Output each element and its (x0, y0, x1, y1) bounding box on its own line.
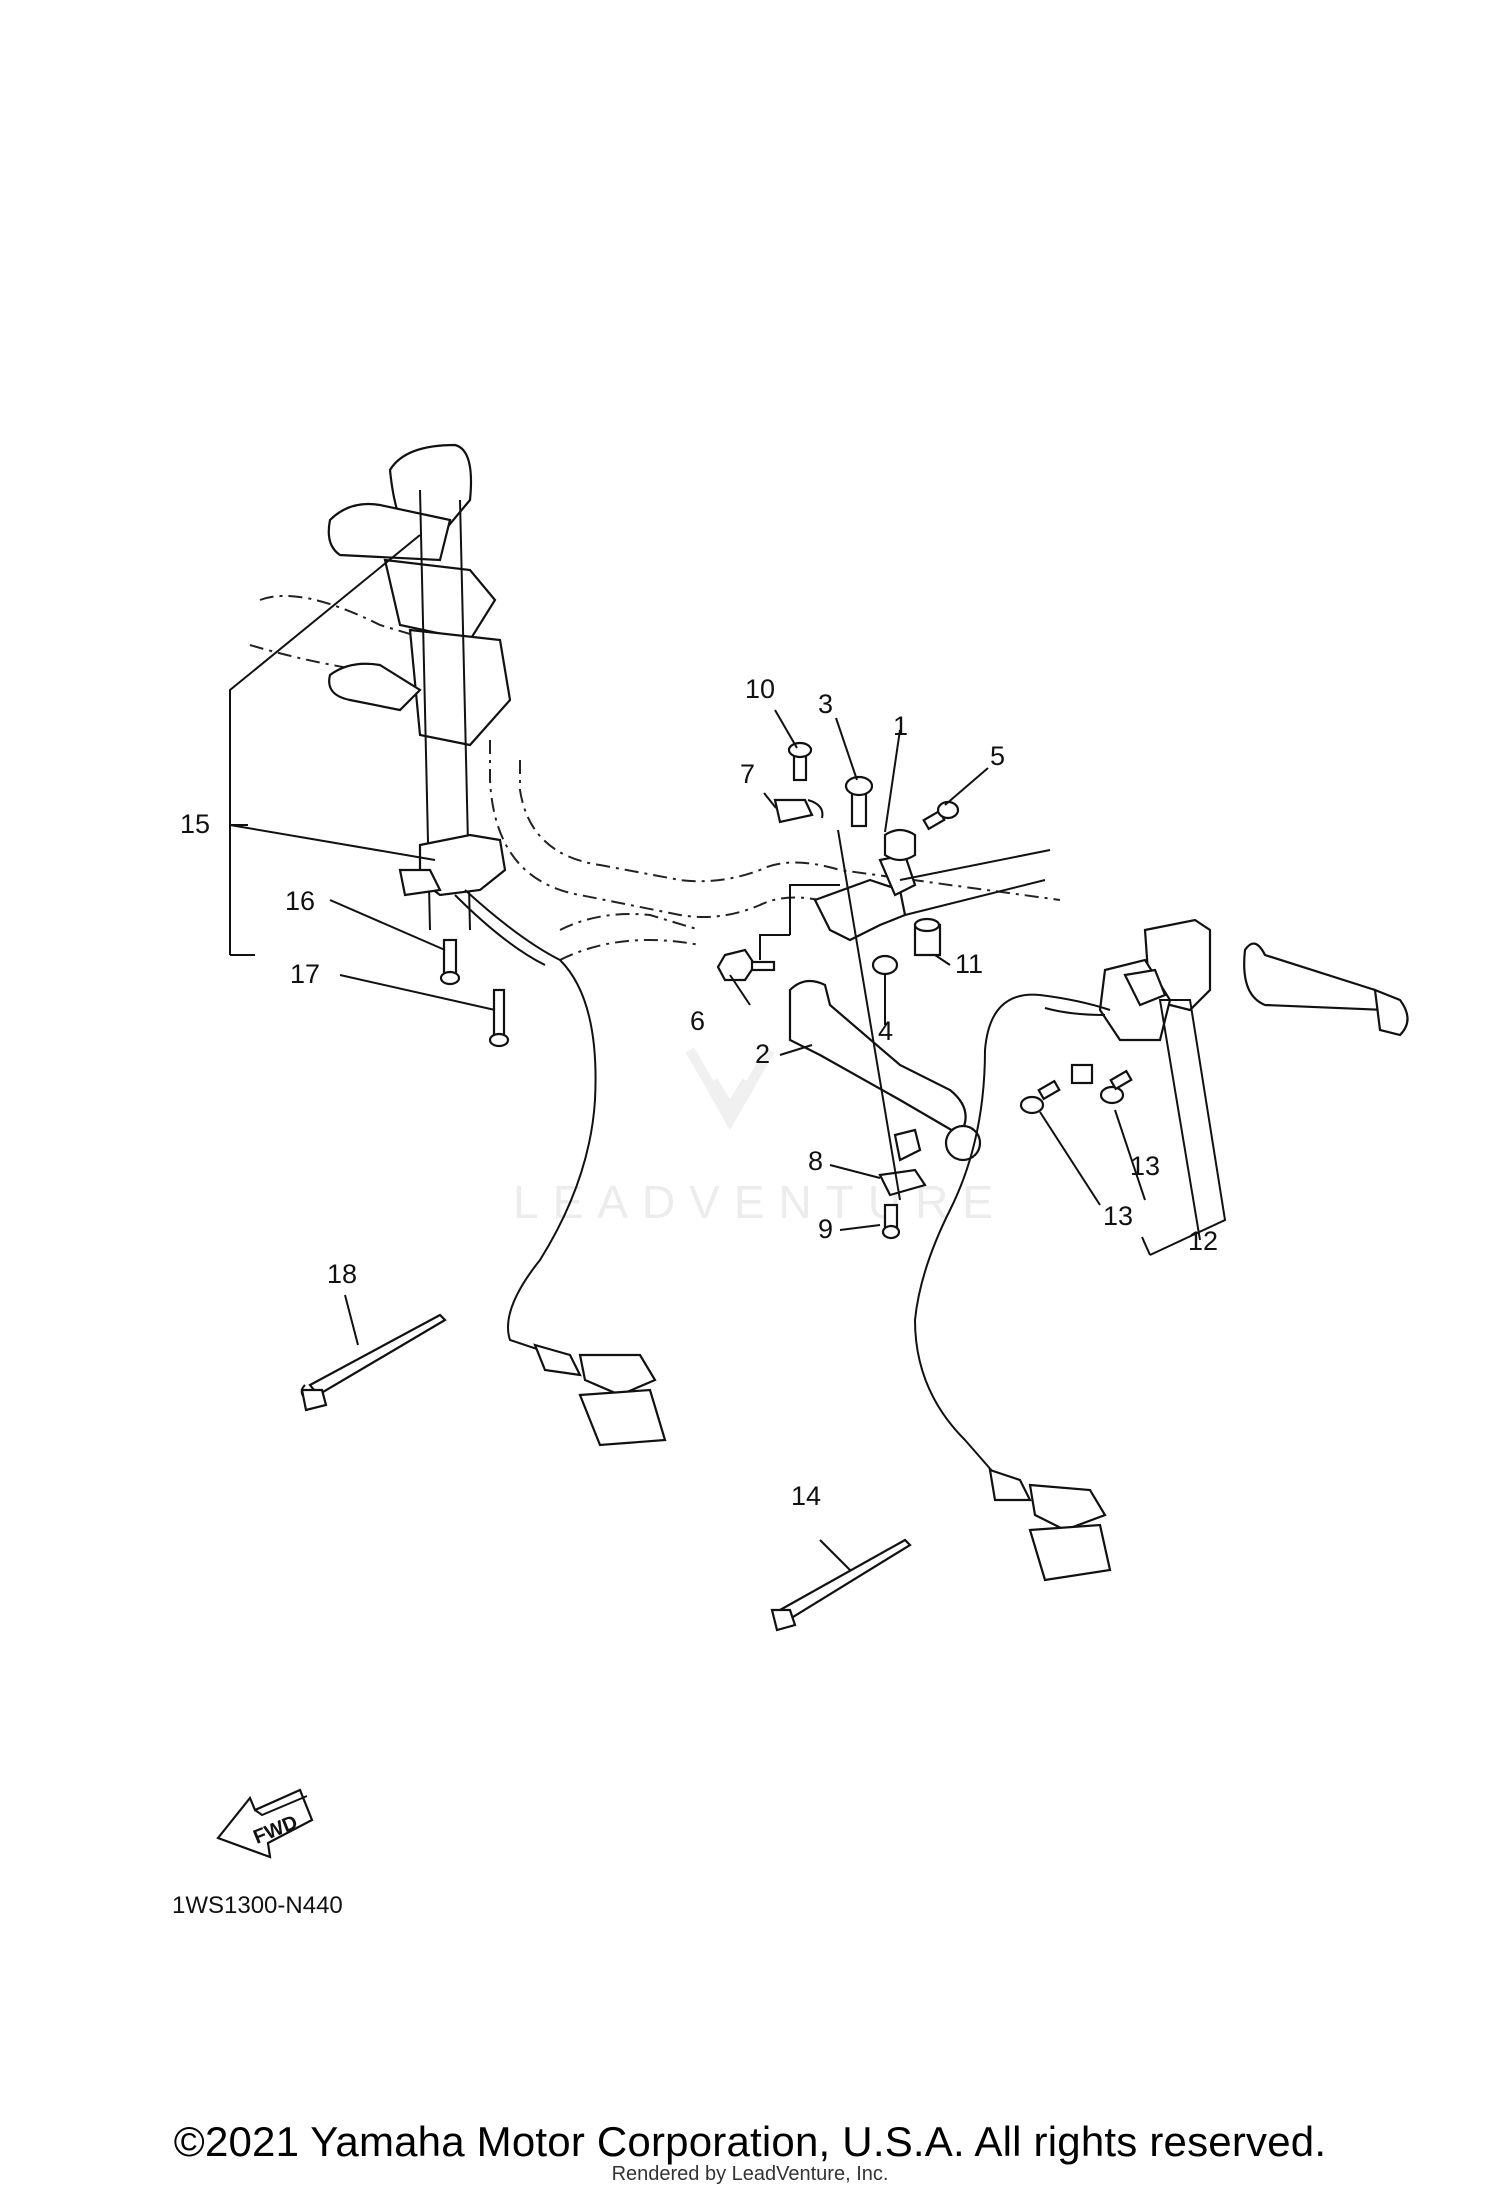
collar-11 (913, 917, 942, 957)
diagram-code: 1WS1300-N440 (172, 1892, 343, 1919)
callout-8: 8 (808, 1146, 823, 1176)
bolt-17 (488, 988, 510, 1048)
bolt-5 (922, 800, 960, 831)
callout-13-b: 13 (1103, 1201, 1133, 1231)
fwd-arrow-icon: FWD (216, 1788, 314, 1859)
callout-12: 12 (1188, 1226, 1218, 1256)
rendered-by-notice: Rendered by LeadVenture, Inc. (611, 2163, 889, 2185)
callout-5: 5 (990, 741, 1005, 771)
lever-holder-1 (813, 828, 1051, 942)
callout-1: 1 (893, 711, 908, 741)
collar-4 (871, 954, 899, 976)
cable-tie-14 (770, 1538, 912, 1632)
right-switch-assembly (913, 918, 1212, 1481)
left-brake-assembly (327, 443, 512, 931)
callout-17: 17 (290, 959, 320, 989)
copyright-notice: ©2021 Yamaha Motor Corporation, U.S.A. A… (173, 2118, 1327, 2165)
right-grip (1243, 942, 1409, 1037)
handlebar-outline (249, 594, 1061, 961)
callout-18: 18 (327, 1259, 357, 1289)
bolt-16 (439, 938, 461, 986)
callout-11: 11 (955, 949, 983, 979)
screw-13-a (1019, 1079, 1061, 1115)
callout-7: 7 (740, 759, 755, 789)
callout-15: 15 (180, 809, 210, 839)
bolt-6 (716, 948, 776, 982)
clip-7 (773, 798, 824, 824)
small-block-right (1070, 1063, 1094, 1085)
callout-9: 9 (818, 1214, 833, 1244)
callout-6: 6 (690, 1006, 705, 1036)
left-connector (533, 1343, 667, 1447)
bolt-10 (787, 741, 813, 782)
cable-tie-18 (300, 1313, 447, 1412)
watermark-logo (685, 1047, 775, 1131)
callout-16: 16 (285, 886, 315, 916)
callout-14: 14 (791, 1481, 821, 1511)
right-connector (988, 1468, 1112, 1582)
leader-lines (229, 534, 1227, 1571)
callout-10: 10 (745, 674, 775, 704)
left-switch-assembly (398, 833, 597, 1351)
callout-2: 2 (755, 1039, 770, 1069)
pivot-axis (837, 829, 901, 1201)
bolt-3 (844, 775, 874, 828)
callout-3: 3 (818, 689, 833, 719)
bolt-9 (881, 1203, 901, 1240)
callout-4: 4 (878, 1016, 893, 1046)
callout-13-a: 13 (1130, 1151, 1160, 1181)
screw-13-b (1099, 1069, 1133, 1105)
block-8 (878, 1128, 927, 1197)
